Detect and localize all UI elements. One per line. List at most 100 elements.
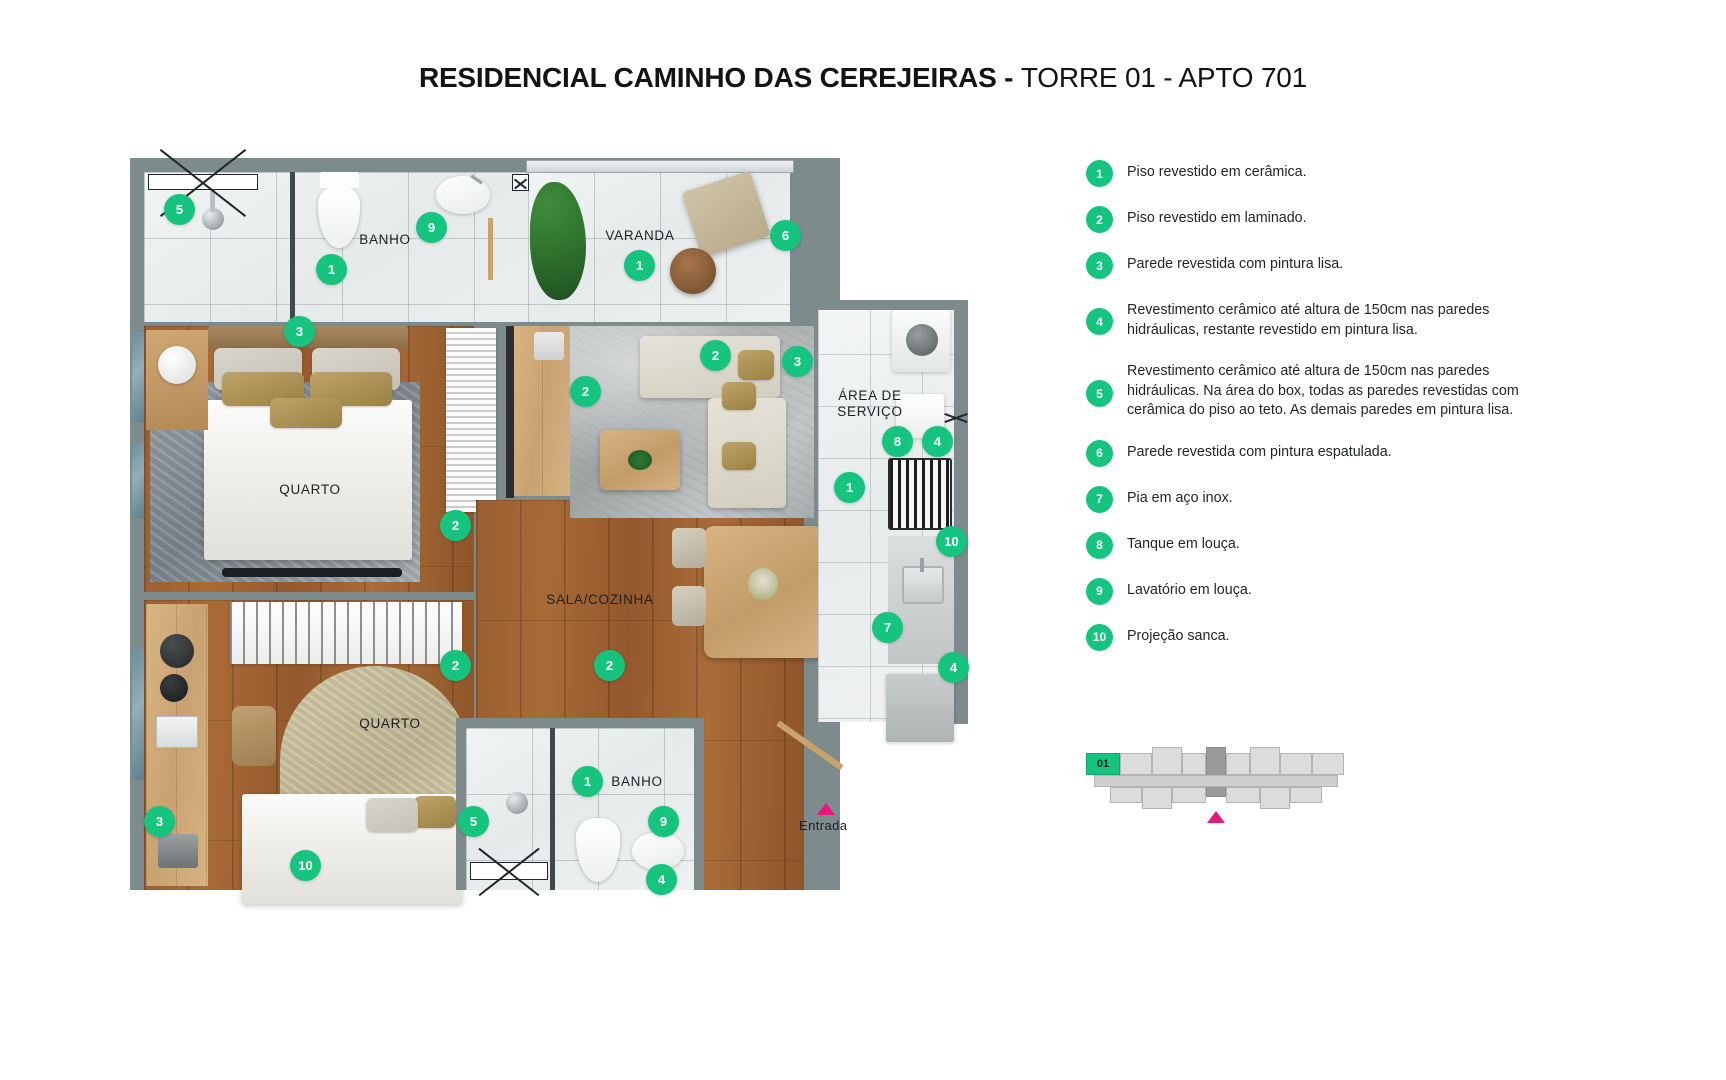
building-key-cell-12 [1260,787,1290,809]
marker-sala-2b[interactable]: 2 [440,650,471,681]
dining-chair-1 [672,528,706,568]
wall-clock [160,634,194,668]
legend-badge-9: 9 [1086,577,1113,605]
legend-text-8: Tanque em louça. [1127,535,1240,552]
page-title: RESIDENCIAL CAMINHO DAS CEREJEIRAS - TOR… [0,62,1726,94]
shower-head-bottom [506,792,528,814]
legend-list: 1 Piso revestido em cerâmica. 2 Piso rev… [1086,160,1536,670]
marker-servico-1[interactable]: 1 [834,472,865,503]
washing-machine-drum [906,324,938,356]
marker-banho-top-1[interactable]: 1 [316,254,347,285]
building-key-cell-5 [1250,747,1280,775]
servico-window-x [944,402,968,432]
shower-box-divider [290,172,295,322]
varanda-sliding-window [526,160,794,173]
sofa-cushion-3 [722,442,756,470]
shower-head [202,208,224,230]
quarto-top-window-left [132,332,144,422]
building-key-cell-9 [1142,787,1172,809]
building-key-cell-2 [1152,747,1182,775]
page-title-light: TORRE 01 - APTO 701 [1020,62,1308,93]
building-key-cell-7 [1312,753,1344,775]
marker-cozinha-4[interactable]: 4 [938,652,969,683]
page-title-bold: RESIDENCIAL CAMINHO DAS CEREJEIRAS - [418,62,1021,93]
marker-servico-4[interactable]: 4 [922,426,953,457]
shower-box-divider-bottom [550,728,555,890]
legend-item-2: 2 Piso revestido em laminado. [1086,206,1536,233]
quarto-bottom-cushion [414,796,456,828]
legend-text-4: Revestimento cerâmico até altura de 150c… [1127,302,1490,338]
legend-text-5: Revestimento cerâmico até altura de 150c… [1127,363,1519,418]
legend-item-1: 1 Piso revestido em cerâmica. [1086,160,1536,187]
entrance-label: Entrada [799,818,848,833]
marker-banho-bottom-9[interactable]: 9 [648,806,679,837]
legend-item-10: 10 Projeção sanca. [1086,623,1536,651]
cooktop [888,458,952,530]
legend-badge-4: 4 [1086,308,1113,335]
marker-sala-3[interactable]: 3 [782,346,813,377]
floor-plan-drawing: BANHO VARANDA QUARTO [130,150,974,904]
legend-badge-7: 7 [1086,485,1113,513]
legend-item-9: 9 Lavatório em louça. [1086,577,1536,605]
legend-badge-3: 3 [1086,252,1113,279]
building-key-active-unit[interactable]: 01 [1086,753,1120,775]
quarto-bottom-pillow [366,798,418,832]
legend-item-4: 4 Revestimento cerâmico até altura de 15… [1086,298,1536,340]
legend-text-10: Projeção sanca. [1127,627,1230,644]
marker-servico-8[interactable]: 8 [882,426,913,457]
building-key-cell-1 [1120,753,1152,775]
door-swing-banho-top [488,218,493,280]
marker-banho-bottom-1[interactable]: 1 [572,766,603,797]
building-key-diagram: 01 [1086,735,1346,823]
legend-text-9: Lavatório em louça. [1127,581,1252,598]
marker-sala-2c[interactable]: 2 [594,650,625,681]
legend-item-8: 8 Tanque em louça. [1086,531,1536,559]
building-key-cell-8 [1110,787,1142,803]
shower-window-x [148,174,258,190]
building-key-cell-10 [1172,787,1206,803]
dining-chair-2 [672,586,706,626]
marker-banho-bottom-4[interactable]: 4 [646,864,677,895]
varanda-corner-x [512,174,529,191]
marker-quarto-bottom-3[interactable]: 3 [144,806,175,837]
legend-text-3: Parede revestida com pintura lisa. [1127,256,1344,272]
marker-banho-top-9[interactable]: 9 [416,212,447,243]
marker-quarto-top-3[interactable]: 3 [284,316,315,347]
legend-text-1: Piso revestido em cerâmica. [1127,164,1307,180]
printer [158,834,198,868]
legend-item-7: 7 Pia em aço inox. [1086,485,1536,513]
quarto-top-tv-panel [222,568,402,577]
building-key-core [1206,747,1226,797]
shower-pipe [211,180,215,212]
marker-banho-bottom-5[interactable]: 5 [458,806,489,837]
marker-quarto-top-2[interactable]: 2 [440,510,471,541]
kitchen-faucet [920,558,924,572]
laptop [156,716,198,748]
quarto-bottom-window [132,648,144,780]
wall-servico-top [818,300,968,310]
banho-bottom-window-x [470,862,548,880]
desk-chair [160,674,188,702]
marker-banho-top-5[interactable]: 5 [164,194,195,225]
marker-varanda-6[interactable]: 6 [770,220,801,251]
legend-badge-2: 2 [1086,206,1113,233]
lavatory-bottom [632,832,684,870]
entrance-arrow-icon [817,803,835,815]
marker-sala-2a[interactable]: 2 [570,376,601,407]
legend-text-7: Pia em aço inox. [1127,489,1233,506]
legend-badge-5: 5 [1086,380,1113,407]
building-key-corridor [1094,775,1338,787]
quarto-bottom-armchair [232,706,276,766]
marker-servico-10[interactable]: 10 [936,526,967,557]
coffee-table-plant [628,450,652,470]
marker-sala-2d[interactable]: 2 [700,340,731,371]
marker-varanda-1[interactable]: 1 [624,250,655,281]
marker-quarto-bottom-10[interactable]: 10 [290,850,321,881]
legend-text-6: Parede revestida com pintura espatulada. [1127,443,1392,460]
legend-item-6: 6 Parede revestida com pintura espatulad… [1086,439,1536,467]
marker-cozinha-7[interactable]: 7 [872,612,903,643]
varanda-side-table [670,248,716,294]
sofa-cushion-2 [722,382,756,410]
sofa-cushion-1 [738,350,774,380]
